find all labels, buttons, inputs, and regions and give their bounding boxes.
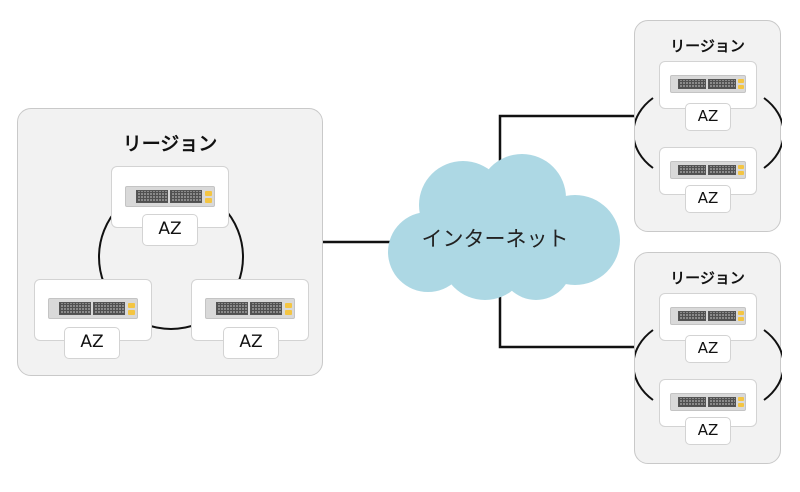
region-bottom-right: リージョン AZ AZ xyxy=(634,252,782,464)
az-label: AZ xyxy=(685,417,731,445)
switch-icon xyxy=(670,393,746,411)
availability-zone xyxy=(659,61,757,109)
az-label: AZ xyxy=(685,335,731,363)
switch-icon xyxy=(48,298,138,319)
internet-label: インターネット xyxy=(421,227,569,251)
az-label: AZ xyxy=(64,327,120,359)
az-label: AZ xyxy=(685,103,731,131)
az-ring xyxy=(635,329,782,401)
switch-icon xyxy=(670,75,746,93)
region-top-right: リージョン AZ AZ xyxy=(634,20,782,232)
az-label: AZ xyxy=(685,185,731,213)
link-internet-to-region-bottom-right xyxy=(498,290,635,349)
az-ring xyxy=(635,97,782,169)
az-label: AZ xyxy=(223,327,279,359)
region-title: リージョン xyxy=(122,133,218,155)
switch-icon xyxy=(670,307,746,325)
switch-icon xyxy=(205,298,295,319)
region-title: リージョン xyxy=(670,269,745,287)
region-title: リージョン xyxy=(670,37,745,55)
internet-cloud xyxy=(388,154,620,300)
az-label: AZ xyxy=(142,214,198,246)
switch-icon xyxy=(125,186,215,207)
region-main: リージョン AZ AZ AZ xyxy=(17,108,323,376)
availability-zone xyxy=(659,293,757,341)
switch-icon xyxy=(670,161,746,179)
